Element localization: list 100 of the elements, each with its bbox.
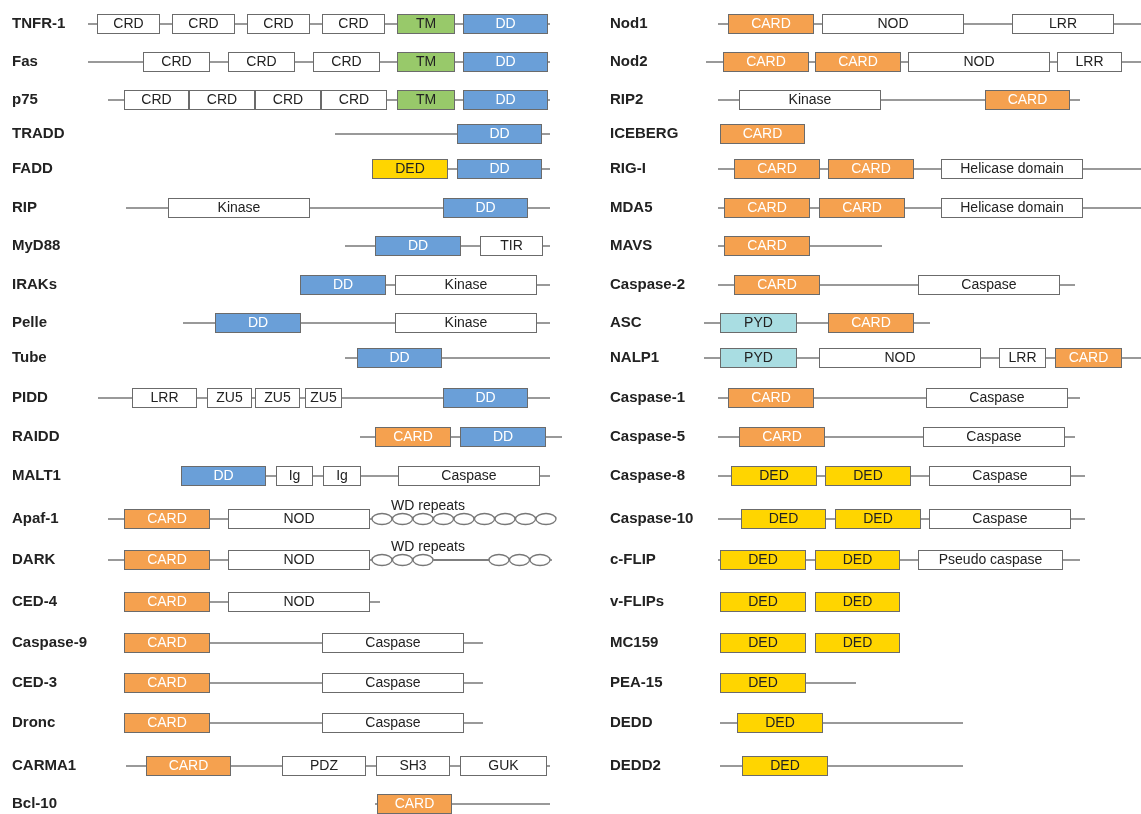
domain-box: Caspase [918, 275, 1060, 295]
domain-box: CARD [728, 388, 814, 408]
domain-box: DD [460, 427, 546, 447]
domain-box: CARD [124, 633, 210, 653]
domain-box: CRD [143, 52, 210, 72]
protein-name: Bcl-10 [12, 794, 58, 812]
protein-name: CED-4 [12, 592, 57, 610]
domain-box: CARD [728, 14, 814, 34]
domain-caption: WD repeats [391, 497, 465, 513]
domain-box: CARD [377, 794, 452, 814]
domain-box: DD [215, 313, 301, 333]
domain-box: DED [372, 159, 448, 179]
domain-box: CRD [124, 90, 189, 110]
domain-box: DD [463, 14, 548, 34]
domain-box: Caspase [929, 466, 1071, 486]
protein-name: PIDD [12, 388, 48, 406]
domain-box: Helicase domain [941, 198, 1083, 218]
domain-box: CARD [124, 673, 210, 693]
protein-name: NALP1 [610, 348, 660, 366]
protein-name: CARMA1 [12, 756, 77, 774]
domain-box: CARD [146, 756, 231, 776]
protein-name: Caspase-1 [610, 388, 686, 406]
domain-box: NOD [228, 509, 370, 529]
domain-box: ZU5 [255, 388, 300, 408]
domain-box: Caspase [929, 509, 1071, 529]
protein-name: MyD88 [12, 236, 61, 254]
domain-box: LRR [1057, 52, 1122, 72]
domain-box: TM [397, 14, 455, 34]
domain-box: CARD [828, 313, 914, 333]
domain-box: DED [741, 509, 826, 529]
domain-box: CRD [172, 14, 235, 34]
domain-box: CRD [228, 52, 295, 72]
domain-box: NOD [908, 52, 1050, 72]
protein-name: PEA-15 [610, 673, 663, 691]
domain-box: TM [397, 90, 455, 110]
protein-name: v-FLIPs [610, 592, 665, 610]
domain-box: SH3 [376, 756, 450, 776]
protein-name: Dronc [12, 713, 56, 731]
domain-box: DD [357, 348, 442, 368]
domain-box: CARD [739, 427, 825, 447]
domain-box: PYD [720, 348, 797, 368]
protein-name: DEDD2 [610, 756, 661, 774]
domain-box: CARD [724, 198, 810, 218]
domain-box: LRR [999, 348, 1046, 368]
protein-name: RIP [12, 198, 37, 216]
protein-name: Pelle [12, 313, 48, 331]
domain-box: DD [443, 198, 528, 218]
domain-box: CARD [734, 275, 820, 295]
domain-box: Caspase [322, 713, 464, 733]
domain-box: CARD [723, 52, 809, 72]
protein-name: TNFR-1 [12, 14, 66, 32]
domain-box: CRD [255, 90, 321, 110]
domain-box: CRD [97, 14, 160, 34]
domain-box: DD [300, 275, 386, 295]
domain-box: LRR [1012, 14, 1114, 34]
domain-box: DED [815, 633, 900, 653]
domain-box: DED [815, 550, 900, 570]
protein-name: MC159 [610, 633, 659, 651]
domain-box: Caspase [923, 427, 1065, 447]
domain-box: NOD [228, 592, 370, 612]
domain-box: DED [737, 713, 823, 733]
protein-name: RAIDD [12, 427, 60, 445]
domain-box: Caspase [926, 388, 1068, 408]
domain-box: TIR [480, 236, 543, 256]
protein-name: MAVS [610, 236, 653, 254]
domain-box: CARD [815, 52, 901, 72]
domain-box: CRD [247, 14, 310, 34]
protein-name: MALT1 [12, 466, 61, 484]
domain-box: DD [181, 466, 266, 486]
domain-box: DD [375, 236, 461, 256]
domain-box: PDZ [282, 756, 366, 776]
domain-box: LRR [132, 388, 197, 408]
domain-box: Ig [276, 466, 313, 486]
protein-name: MDA5 [610, 198, 653, 216]
domain-box: CARD [1055, 348, 1122, 368]
protein-name: Caspase-10 [610, 509, 694, 527]
domain-box: CRD [189, 90, 255, 110]
protein-name: Caspase-5 [610, 427, 686, 445]
domain-box: DED [720, 550, 806, 570]
domain-box: CARD [124, 550, 210, 570]
domain-box: CARD [124, 509, 210, 529]
protein-name: CED-3 [12, 673, 57, 691]
domain-box: Ig [323, 466, 361, 486]
domain-box: DD [457, 159, 542, 179]
protein-name: RIG-I [610, 159, 646, 177]
domain-box: CARD [720, 124, 805, 144]
domain-box: DED [825, 466, 911, 486]
protein-name: Caspase-9 [12, 633, 88, 651]
protein-name: ASC [610, 313, 642, 331]
domain-box: NOD [228, 550, 370, 570]
domain-box: CARD [124, 592, 210, 612]
protein-name: Nod2 [610, 52, 648, 70]
domain-box: Kinase [395, 275, 537, 295]
protein-name: FADD [12, 159, 53, 177]
domain-box: CRD [313, 52, 380, 72]
protein-name: Caspase-2 [610, 275, 686, 293]
protein-name: p75 [12, 90, 38, 108]
domain-box: ZU5 [207, 388, 252, 408]
domain-box: CARD [985, 90, 1070, 110]
protein-name: c-FLIP [610, 550, 656, 568]
